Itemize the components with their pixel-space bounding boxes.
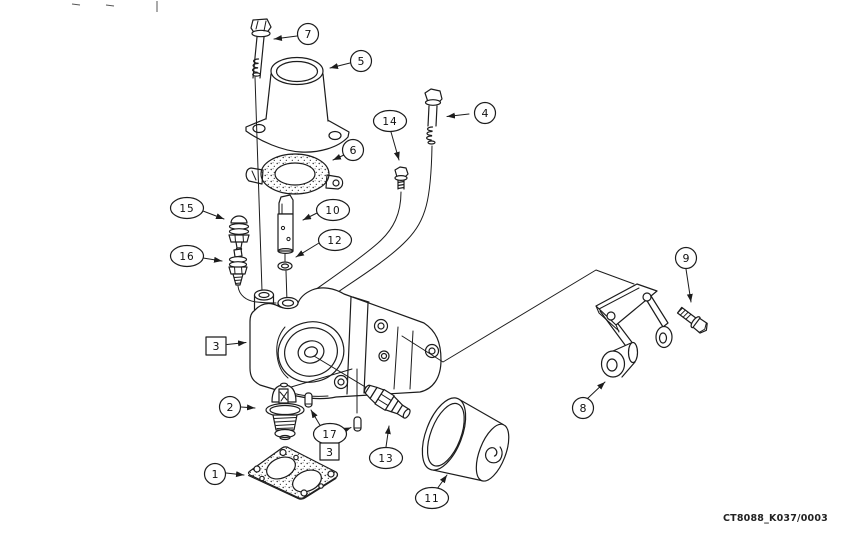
part-1-gasket bbox=[247, 446, 339, 500]
part-8-bracket bbox=[595, 283, 673, 378]
part-17-pins bbox=[304, 392, 362, 432]
callout-6-number: 6 bbox=[350, 144, 357, 157]
part-9-bolt bbox=[676, 306, 708, 334]
part-2-thermostat bbox=[265, 382, 305, 441]
leader-line-sender bbox=[284, 253, 288, 303]
callout-13-number: 13 bbox=[378, 453, 393, 465]
callout-12: 12 bbox=[317, 228, 353, 252]
leader-line-bolt7 bbox=[254, 76, 263, 292]
part-14-bolt bbox=[394, 166, 409, 190]
callout-11-number: 11 bbox=[424, 493, 439, 505]
callout-17-number: 17 bbox=[322, 429, 337, 441]
callout-12-number: 12 bbox=[327, 235, 342, 247]
part-15-valve bbox=[228, 215, 250, 251]
callout-7: 7 bbox=[296, 22, 320, 46]
callout-9-number: 9 bbox=[683, 252, 690, 265]
part-5-outlet-tube bbox=[245, 56, 350, 153]
callout-16: 16 bbox=[169, 244, 205, 268]
leader-line-bolt4 bbox=[337, 145, 433, 293]
part-3-housing bbox=[249, 287, 442, 400]
callout-5: 5 bbox=[349, 49, 373, 73]
callout-8-number: 8 bbox=[580, 402, 587, 415]
callout-17: 17 bbox=[312, 422, 348, 446]
callout-3b-number: 3 bbox=[326, 446, 333, 459]
callout-arrows bbox=[202, 34, 693, 490]
leader-line-fitting16 bbox=[237, 285, 277, 304]
callout-3a-number: 3 bbox=[213, 340, 220, 353]
callout-15: 15 bbox=[169, 196, 205, 220]
callout-3-pins: 3 bbox=[319, 442, 340, 461]
callout-16-number: 16 bbox=[179, 251, 194, 263]
callout-2-number: 2 bbox=[227, 401, 234, 414]
callout-6: 6 bbox=[341, 138, 365, 162]
callout-14-number: 14 bbox=[382, 116, 397, 128]
part-10-sender bbox=[277, 194, 294, 255]
leader-line-thermostat bbox=[280, 368, 353, 391]
callout-7-number: 7 bbox=[305, 28, 312, 41]
part-4-bolt bbox=[424, 88, 443, 145]
callout-14: 14 bbox=[372, 109, 408, 133]
callout-5-number: 5 bbox=[358, 55, 365, 68]
callout-1: 1 bbox=[203, 462, 227, 486]
callout-8: 8 bbox=[571, 396, 595, 420]
part-6-gasket bbox=[245, 153, 344, 195]
part-11-oil-filter bbox=[421, 397, 510, 482]
callout-4-number: 4 bbox=[482, 107, 489, 120]
callout-15-number: 15 bbox=[179, 203, 194, 215]
callout-9: 9 bbox=[674, 246, 698, 270]
part-7-bolt bbox=[250, 18, 272, 79]
callout-2: 2 bbox=[218, 395, 242, 419]
leader-line-bracket bbox=[401, 269, 635, 363]
callout-11: 11 bbox=[414, 486, 450, 510]
callout-3-housing: 3 bbox=[205, 336, 227, 356]
callout-1-number: 1 bbox=[212, 468, 219, 481]
part-13-fitting bbox=[363, 384, 411, 419]
part-16-fitting bbox=[228, 248, 248, 286]
part-12-washer bbox=[277, 261, 293, 271]
scan-artifacts bbox=[71, 1, 158, 12]
callout-4: 4 bbox=[473, 101, 497, 125]
callout-10-number: 10 bbox=[325, 205, 340, 217]
callout-13: 13 bbox=[368, 446, 404, 470]
callout-10: 10 bbox=[315, 198, 351, 222]
leader-line-bolt14 bbox=[307, 191, 402, 296]
reference-code: CT8088_K037/0003 bbox=[723, 513, 828, 524]
